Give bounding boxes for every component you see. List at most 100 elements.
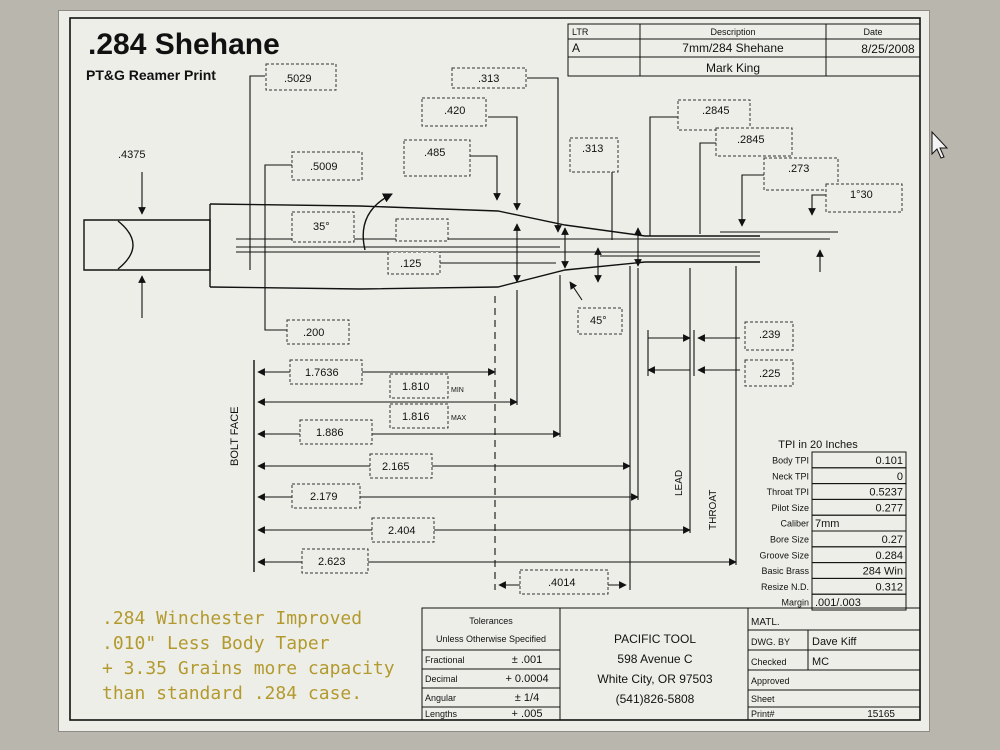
dim-2-404: 2.404 — [388, 525, 416, 537]
tpi-row: Basic Brass 284 Win — [761, 562, 907, 579]
tpi-value-cell — [811, 467, 907, 485]
tpi-row-label: Neck TPI — [772, 471, 809, 481]
checked-label: Checked — [751, 657, 787, 667]
rev-author: Mark King — [706, 61, 760, 75]
tpi-row-value: 0.101 — [875, 455, 903, 467]
print-label: Print# — [751, 709, 775, 719]
note-line-3: + 3.35 Grains more capacity — [102, 658, 395, 679]
revision-table — [567, 23, 921, 77]
dim-35-deg: 35° — [313, 221, 330, 233]
dwg-by-label: DWG. BY — [751, 637, 790, 647]
tpi-row: Resize N.D. 0.312 — [761, 577, 907, 595]
tpi-row-value: 0.27 — [882, 534, 903, 546]
rev-date: 8/25/2008 — [861, 42, 915, 56]
dim-1-816: 1.816 — [402, 411, 430, 423]
print-value: 15165 — [867, 709, 895, 720]
tpi-row: Margin .001/.003 — [781, 593, 907, 611]
throat-label: THROAT — [708, 490, 719, 530]
dim-485: .485 — [424, 147, 445, 159]
dim-2-623: 2.623 — [318, 556, 346, 568]
tpi-row-label: Bore Size — [770, 535, 809, 545]
approved-label: Approved — [751, 676, 790, 686]
rev-description: 7mm/284 Shehane — [682, 41, 784, 55]
dim-273: .273 — [788, 163, 809, 175]
tolerance-value: + .005 — [512, 708, 543, 720]
dim-2845-second: .2845 — [737, 134, 765, 146]
dim-5029: .5029 — [284, 73, 312, 85]
dim-1-30: 1°30 — [850, 189, 873, 201]
dim-225: .225 — [759, 368, 780, 380]
tolerance-value: + 0.0004 — [505, 673, 548, 685]
dim-4014: .4014 — [548, 577, 576, 589]
reamer-profile — [83, 193, 838, 290]
tpi-row: Pilot Size 0.277 — [771, 498, 907, 516]
rev-header-description: Description — [710, 27, 755, 37]
tolerance-value: ± .001 — [512, 654, 543, 666]
tolerances-subtitle: Unless Otherwise Specified — [436, 634, 546, 644]
tpi-row-value: 0.5237 — [869, 487, 903, 499]
tolerance-label: Lengths — [425, 709, 458, 719]
tpi-row-label: Pilot Size — [771, 503, 809, 513]
notes: .284 Winchester Improved .010" Less Body… — [102, 608, 395, 704]
mouse-cursor-icon — [931, 130, 949, 159]
matl-label: MATL. — [751, 617, 780, 628]
dim-313-neck: .313 — [582, 143, 603, 155]
dim-min-label: MIN — [451, 387, 464, 394]
dim-45-deg: 45° — [590, 315, 607, 327]
dwg-by-value: Dave Kiff — [812, 636, 857, 648]
company-city: White City, OR 97503 — [597, 672, 712, 686]
company-address: 598 Avenue C — [617, 652, 693, 666]
dimension-values: .4375 .5029 .5009 .313 .420 .485 .313 .2… — [118, 73, 873, 589]
bolt-face-label: BOLT FACE — [229, 406, 241, 466]
checked-value: MC — [812, 656, 829, 668]
dim-2-165: 2.165 — [382, 461, 410, 473]
dim-200: .200 — [303, 327, 324, 339]
tolerances-title: Tolerances — [469, 616, 513, 626]
dim-1-7636: 1.7636 — [305, 367, 339, 379]
dim-2845-first: .2845 — [702, 105, 730, 117]
tpi-row-value: 0.277 — [875, 502, 903, 514]
tpi-row-label: Body TPI — [772, 456, 809, 466]
tpi-row-value: .001/.003 — [815, 597, 861, 609]
sheet-label: Sheet — [751, 694, 775, 704]
tpi-value-cell — [811, 593, 907, 611]
tolerance-label: Decimal — [425, 674, 458, 684]
note-line-4: than standard .284 case. — [102, 683, 362, 704]
tpi-row: Bore Size 0.27 — [770, 530, 907, 548]
tpi-row-value: 7mm — [815, 518, 839, 530]
dim-1-810: 1.810 — [402, 381, 430, 393]
diameter-leaders — [138, 75, 826, 331]
dim-max-label: MAX — [451, 415, 467, 422]
company-name: PACIFIC TOOL — [614, 632, 696, 646]
rev-ltr: A — [572, 41, 580, 55]
tpi-row-label: Basic Brass — [761, 566, 809, 576]
title-block-grid — [421, 607, 921, 721]
tolerance-label: Fractional — [425, 655, 465, 665]
tpi-row-value: 0.312 — [875, 581, 903, 593]
tpi-row: Throat TPI 0.5237 — [767, 483, 907, 500]
tpi-row-label: Margin — [781, 598, 809, 608]
dim-2-179: 2.179 — [310, 491, 338, 503]
dim-5009: .5009 — [310, 161, 338, 173]
tpi-row-value: 0 — [897, 471, 903, 483]
drawing-title: .284 Shehane — [88, 28, 280, 61]
tpi-row-value: 284 Win — [863, 566, 903, 578]
dim-1-886: 1.886 — [316, 427, 344, 439]
dim-4375: .4375 — [118, 149, 146, 161]
tpi-row-value: 0.284 — [875, 550, 903, 562]
dim-125: .125 — [400, 258, 421, 270]
rev-header-date: Date — [863, 27, 882, 37]
tolerance-value: ± 1/4 — [515, 692, 539, 704]
tpi-row: Body TPI 0.101 — [772, 451, 907, 469]
tpi-row-label: Resize N.D. — [761, 582, 809, 592]
company-phone: (541)826-5808 — [616, 692, 695, 706]
rev-header-ltr: LTR — [572, 27, 589, 37]
tpi-row-label: Throat TPI — [767, 487, 809, 497]
tolerance-label: Angular — [425, 693, 456, 703]
dimension-boxes — [265, 63, 903, 595]
dim-313-top: .313 — [478, 73, 499, 85]
